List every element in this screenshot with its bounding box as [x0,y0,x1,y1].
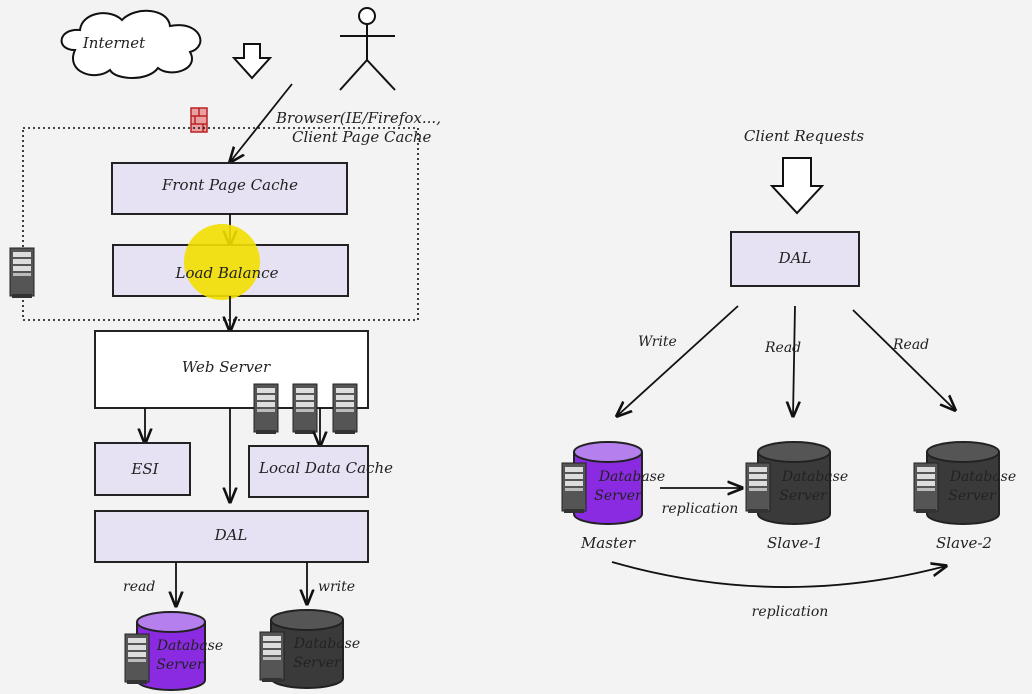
web-server-box: Web Server [94,330,369,409]
internet-label: Internet [82,34,146,52]
front-page-cache-label: Front Page Cache [161,176,298,194]
web-server-label: Web Server [182,358,271,376]
dal-write-master-arrow [617,305,739,416]
master-database-cylinder: Database Server [561,441,665,525]
local-data-cache-box: Local Data Cache [248,445,393,498]
browser-label-line2: Client Page Cache [292,128,431,146]
read-label-left: read [123,579,155,595]
database-server-icon [124,633,150,685]
esi-box: ESI [94,442,191,496]
server-tower-icon [9,247,35,299]
user-stick-figure-icon [339,7,396,91]
down-arrow-icon [769,157,825,215]
cursor-highlight [184,224,260,300]
local-data-cache-label: Local Data Cache [258,459,393,477]
load-balance-label: Load Balance [175,264,279,282]
master-db-line1: Database [598,469,665,485]
database-read-cylinder: Database Server [124,611,223,691]
db-write-line1: Database [293,636,360,652]
dal-box-right: DAL [730,231,860,287]
front-page-cache-box: Front Page Cache [111,162,348,215]
write-label-right: Write [638,334,677,350]
read2-label-right: Read [892,337,929,353]
slave1-caption: Slave-1 [767,534,823,552]
database-write-cylinder: Database Server [259,609,360,689]
replication-label-short: replication [662,501,739,517]
slave1-database-cylinder: Database Server [745,441,848,525]
web-server-node-icon-1 [253,383,279,435]
dal-label-left: DAL [214,526,248,544]
dmz-boundary [22,127,419,321]
slave2-caption: Slave-2 [936,534,992,552]
master-caption: Master [580,534,636,552]
slave2-db-line1: Database [949,469,1016,485]
database-server-icon [745,462,771,514]
cloud-icon [60,9,202,79]
internet-cloud: Internet [60,9,202,79]
firewall-icon [190,107,208,133]
load-balance-box: Load Balance [112,224,349,300]
db-write-line2: Server [293,655,342,671]
write-label-left: write [318,579,355,595]
read1-label-right: Read [764,340,801,356]
master-db-line2: Server [594,488,643,504]
dal-box-left: DAL [94,510,369,563]
browser-label-line1: Browser(IE/Firefox..., [275,109,441,127]
database-server-icon [913,462,939,514]
dal-read-slave1-arrow [793,305,795,416]
db-read-line1: Database [156,638,223,654]
database-server-icon [259,631,285,683]
database-server-icon [561,462,587,514]
slave2-db-line2: Server [948,488,997,504]
slave1-db-line2: Server [779,488,828,504]
replication-arrow-long [611,561,946,588]
replication-label-long: replication [752,604,829,620]
dal-read-slave2-arrow [852,309,955,410]
db-read-line2: Server [156,657,205,673]
esi-label: ESI [130,460,159,478]
down-arrow-icon [231,43,273,80]
slave1-db-line1: Database [781,469,848,485]
dal-label-right: DAL [778,249,812,267]
web-server-node-icon-2 [292,383,318,435]
client-requests-label: Client Requests [744,127,864,145]
web-server-node-icon-3 [332,383,358,435]
slave2-database-cylinder: Database Server [913,441,1016,525]
browser-to-cache-arrow [230,83,293,162]
